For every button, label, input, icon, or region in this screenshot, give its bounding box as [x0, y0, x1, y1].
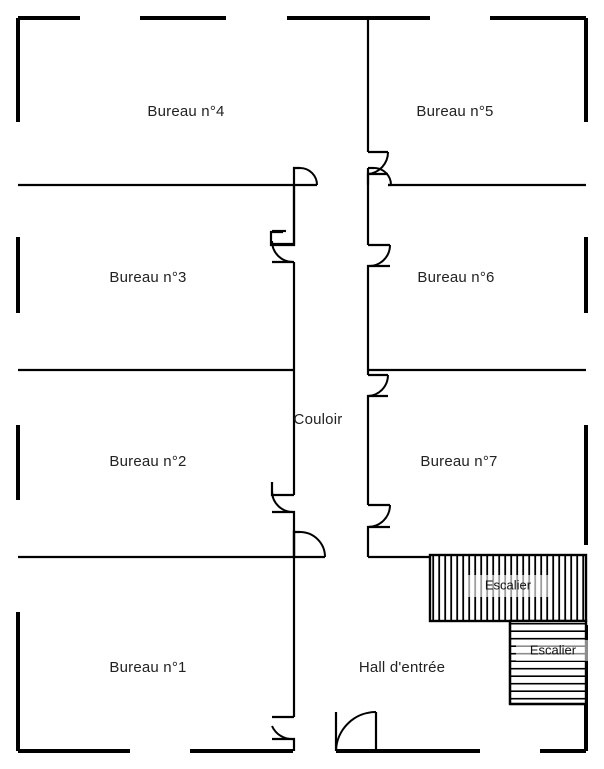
room-label-bureau-2: Bureau n°2 — [109, 453, 186, 470]
escalier-lower-label: Escalier — [530, 642, 577, 657]
escalier-upper-label-backing — [466, 575, 552, 597]
interior-wall-bureau1-hall — [271, 557, 296, 751]
escalier-upper-label: Escalier — [485, 577, 532, 592]
escalier-lower: Escalier — [508, 619, 590, 706]
room-label-couloir: Couloir — [294, 411, 343, 428]
room-label-bureau-1: Bureau n°1 — [109, 659, 186, 676]
escalier-lower-label-backing — [516, 640, 590, 661]
door-bureau4-corridor — [292, 166, 318, 187]
room-label-hall-entree: Hall d'entrée — [359, 659, 445, 676]
entrance-door — [334, 711, 378, 752]
door-bureau6-corridor — [367, 244, 392, 268]
room-label-bureau-5: Bureau n°5 — [416, 103, 493, 120]
door-bureau3-corridor — [270, 240, 295, 264]
room-label-bureau-7: Bureau n°7 — [420, 453, 497, 470]
room-label-bureau-4: Bureau n°4 — [147, 103, 224, 120]
door-bureau7-corridor-upper — [367, 374, 390, 397]
door-corridor-upper-right — [366, 166, 392, 187]
door-bureau5-corridor — [367, 151, 390, 175]
stairs-enclosure-walls — [508, 621, 586, 706]
room-label-bureau-3: Bureau n°3 — [109, 269, 186, 286]
door-bureau7-corridor — [367, 504, 391, 528]
escalier-upper: Escalier — [428, 553, 588, 623]
door-corridor-hall — [292, 530, 326, 559]
door-bureau2-corridor — [270, 490, 295, 514]
room-label-bureau-6: Bureau n°6 — [417, 269, 494, 286]
escalier-lower-hatch — [508, 619, 588, 706]
